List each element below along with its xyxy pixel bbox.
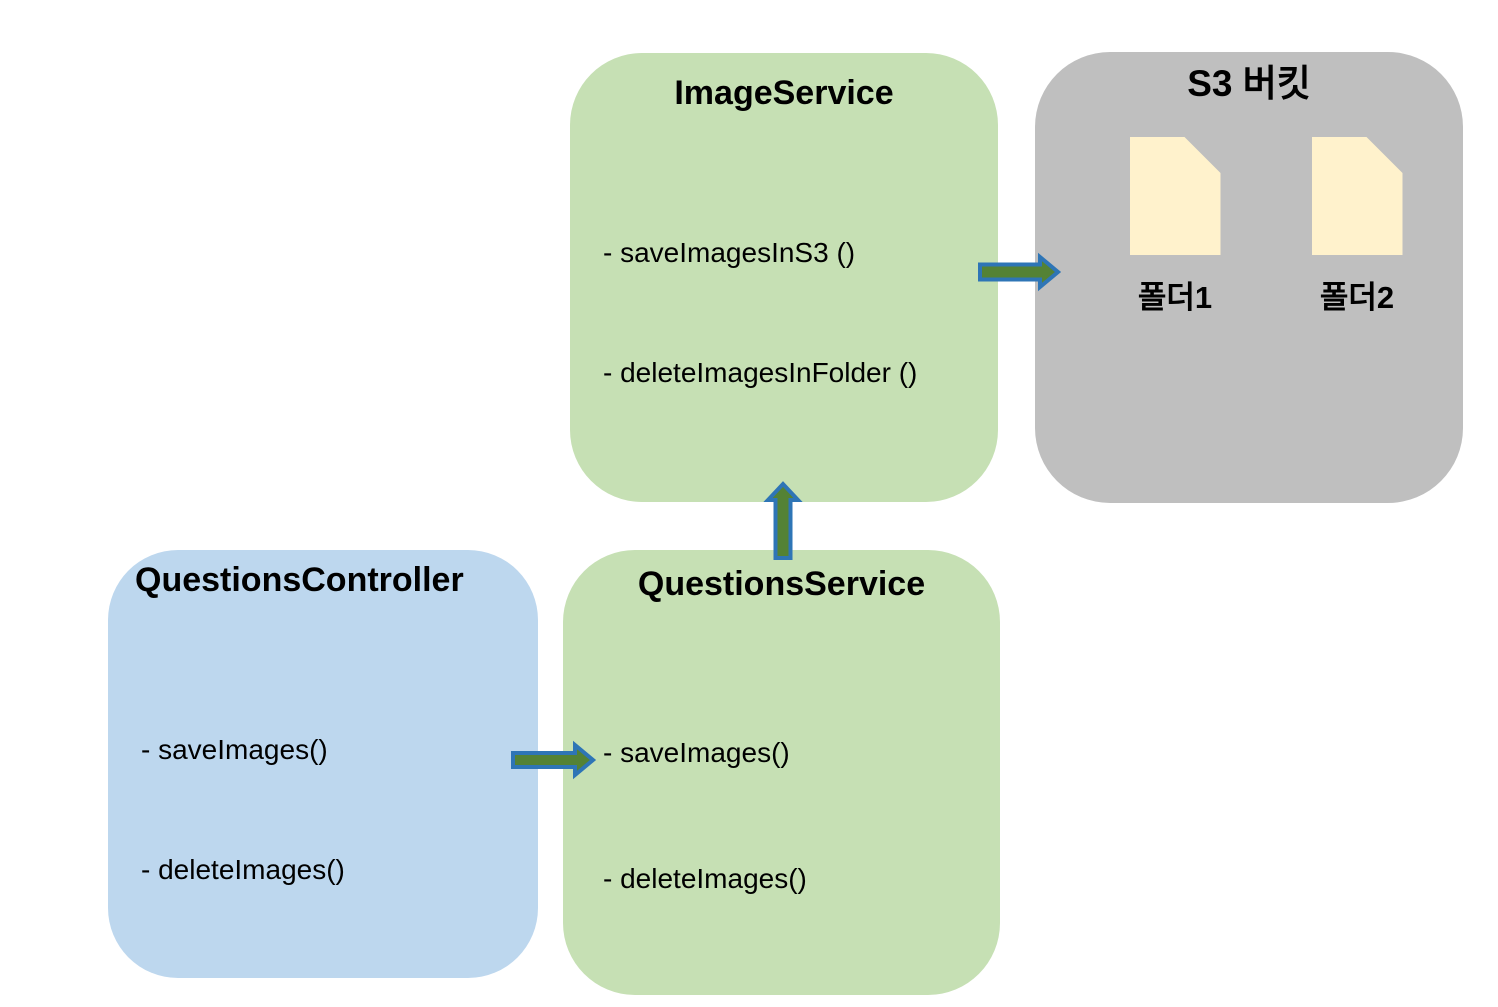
questions-controller-methods: - saveImages() - deleteImages() [141,650,345,970]
method-item: - deleteImagesInFolder () [603,357,918,388]
method-item: - saveImages() [603,737,790,768]
s3-bucket-title: S3 버킷 [1187,63,1311,104]
method-item: - saveImages() [141,734,328,765]
method-item: - deleteImages() [141,854,345,885]
image-service-title: ImageService [674,74,894,112]
questions-service-title: QuestionsService [637,565,926,603]
questions-controller-title: QuestionsController [135,561,464,599]
questions-service-methods: - saveImages() - deleteImages() [603,648,807,984]
questions-service-box: QuestionsService - saveImages() - delete… [563,550,1000,995]
image-service-methods: - saveImagesInS3 () - deleteImagesInFold… [603,153,917,473]
method-item: - saveImagesInS3 () [603,237,856,268]
s3-bucket-box: S3 버킷 폴더1 폴더2 [1035,52,1463,503]
questions-controller-box: QuestionsController - saveImages() - del… [108,550,538,978]
folder-label: 폴더2 [1319,280,1395,315]
folder-item-2: 폴더2 [1287,137,1427,315]
document-icon [1130,137,1221,255]
image-service-box: ImageService - saveImagesInS3 () - delet… [570,53,998,502]
method-item: - deleteImages() [603,863,807,894]
document-icon [1312,137,1403,255]
folder-label: 폴더1 [1137,280,1213,315]
folder-item-1: 폴더1 [1105,137,1245,315]
